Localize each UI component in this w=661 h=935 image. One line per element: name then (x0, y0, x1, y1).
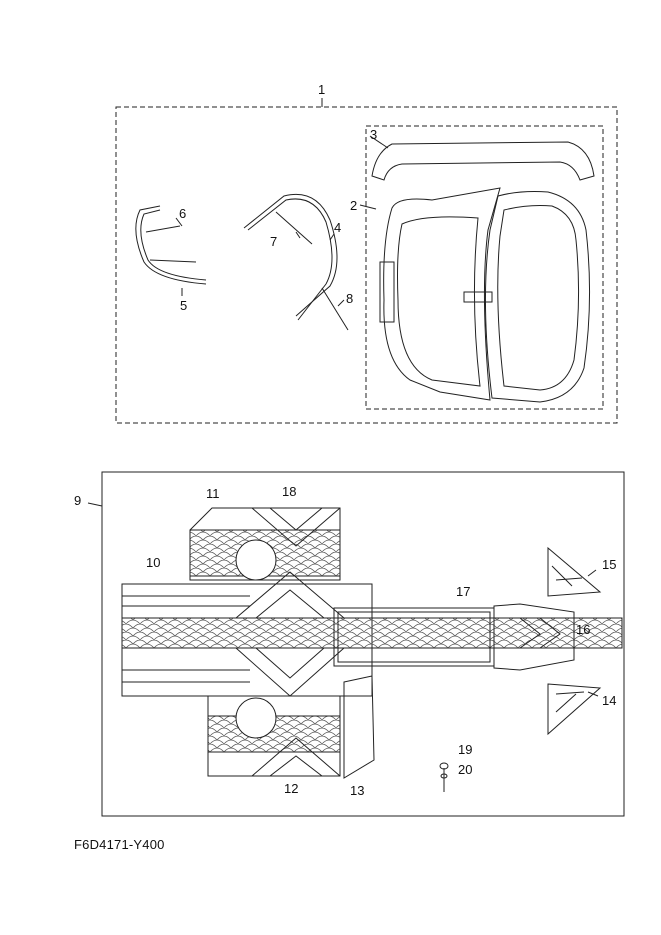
callout-18: 18 (282, 484, 296, 499)
callout-13: 13 (350, 783, 364, 798)
part-12-cutout (235, 697, 277, 739)
leader-6 (175, 217, 183, 227)
deck-mat-group (87, 471, 625, 817)
part-14-pad (547, 683, 602, 736)
center-chevron-down (235, 647, 345, 697)
part-4-bracket (243, 194, 349, 331)
part-2-hull-cover (379, 187, 591, 403)
callout-17: 17 (456, 584, 470, 599)
callout-12: 12 (284, 781, 298, 796)
leader-4 (329, 233, 335, 241)
callout-15: 15 (602, 557, 616, 572)
callout-8: 8 (346, 291, 353, 306)
fastener-19-20 (439, 762, 449, 792)
assembly-2-dashed-frame (365, 125, 604, 410)
callout-6: 6 (179, 206, 186, 221)
assembly-9-frame (101, 471, 625, 817)
part-12-chevron (251, 737, 341, 777)
callout-16: 16 (576, 622, 590, 637)
leader-2 (359, 204, 377, 210)
part-3-cushion (371, 141, 595, 181)
callout-1: 1 (318, 82, 325, 97)
callout-14: 14 (602, 693, 616, 708)
part-5-bracket (135, 205, 207, 285)
leader-15 (587, 569, 597, 577)
callout-19: 19 (458, 742, 472, 757)
callout-9: 9 (74, 493, 81, 508)
part-16-pad (493, 603, 575, 671)
assembly-1-group (115, 98, 618, 424)
callout-4: 4 (334, 220, 341, 235)
leader-3 (369, 135, 389, 149)
callout-7: 7 (270, 234, 277, 249)
assembly-1-dashed-frame (115, 106, 618, 424)
part-11-cutout (235, 539, 277, 581)
diagram-code: F6D4171-Y400 (74, 837, 165, 852)
callout-10: 10 (146, 555, 160, 570)
leader-7 (295, 231, 301, 239)
callout-2: 2 (350, 198, 357, 213)
part-13-pad (343, 675, 375, 779)
leader-9 (87, 502, 103, 507)
callout-20: 20 (458, 762, 472, 777)
leader-14 (587, 691, 599, 697)
part-15-pad (547, 546, 602, 597)
center-chevron-up (235, 571, 345, 619)
leader-8 (337, 299, 345, 307)
callout-3: 3 (370, 127, 377, 142)
callout-11: 11 (206, 486, 220, 501)
part-18-chevron (251, 507, 341, 547)
callout-5: 5 (180, 298, 187, 313)
